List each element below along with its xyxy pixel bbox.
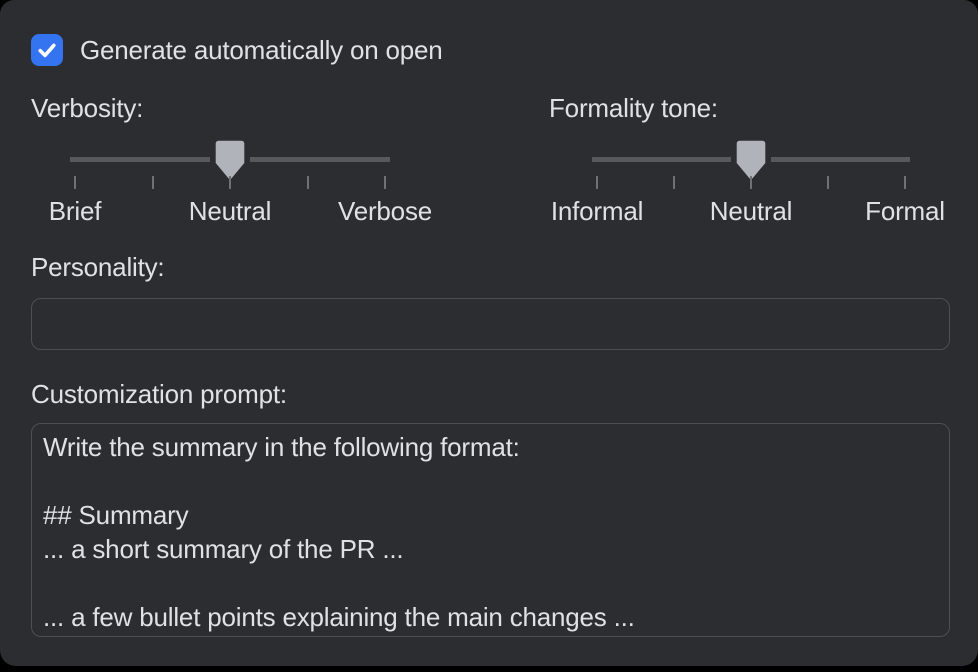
tick-label-brief: Brief xyxy=(48,196,102,226)
generate-on-open-row: Generate automatically on open xyxy=(31,34,443,66)
verbosity-slider[interactable]: Brief Neutral Verbose xyxy=(49,140,432,280)
tick-label-informal: Informal xyxy=(550,196,644,226)
formality-slider[interactable]: Informal Neutral Formal xyxy=(551,140,945,280)
customization-prompt-label: Customization prompt: xyxy=(31,379,287,409)
tick-label-verbose: Verbose xyxy=(337,196,433,226)
personality-input[interactable] xyxy=(31,298,950,350)
personality-label: Personality: xyxy=(31,252,165,282)
checkmark-icon xyxy=(38,43,56,58)
formality-label: Formality tone: xyxy=(549,93,718,123)
tick-label-neutral: Neutral xyxy=(709,196,793,226)
generate-on-open-checkbox[interactable] xyxy=(31,34,63,66)
generate-on-open-label: Generate automatically on open xyxy=(80,35,443,65)
slider-ticks xyxy=(596,176,906,189)
tick-label-neutral: Neutral xyxy=(188,196,272,226)
slider-thumb[interactable] xyxy=(215,140,245,181)
customization-prompt-textarea[interactable]: Write the summary in the following forma… xyxy=(31,423,950,637)
slider-ticks xyxy=(74,176,386,189)
tick-label-formal: Formal xyxy=(865,196,945,226)
slider-thumb[interactable] xyxy=(736,140,766,181)
verbosity-label: Verbosity: xyxy=(31,93,144,123)
